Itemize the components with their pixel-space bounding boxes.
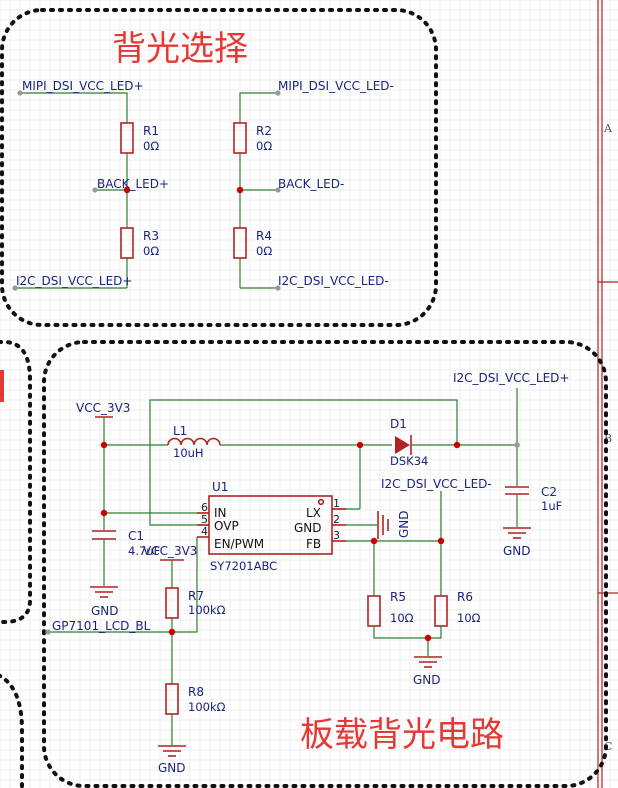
value-r5: 10Ω [390, 611, 414, 625]
value-r1: 0Ω [143, 139, 159, 153]
value-c1: 4.7uF [128, 544, 160, 558]
resistor-r1 [120, 122, 134, 154]
offscreen-title-fragment [0, 370, 4, 402]
u1-pin-name: GND [294, 521, 322, 535]
u1-pin-num: 2 [333, 513, 340, 526]
inductor-l1 [167, 437, 221, 446]
border-label-b: B [604, 432, 612, 445]
net-label-back-led-plus: BACK_LED+ [97, 177, 169, 191]
onboard-backlight-frame [42, 340, 608, 788]
u1-pin-name: OVP [214, 519, 239, 533]
value-r2: 0Ω [256, 139, 272, 153]
designator-r5: R5 [390, 590, 406, 604]
u1-pin-num: 5 [201, 513, 208, 526]
gnd-label-u1: GND [397, 510, 411, 538]
junction-dot [168, 628, 176, 636]
net-label-back-led-minus: BACK_LED- [278, 177, 344, 191]
junction-dot [424, 634, 432, 642]
left-partial-frame [0, 340, 32, 624]
resistor-r2 [233, 122, 247, 154]
net-label-i2c-led-minus: I2C_DSI_VCC_LED- [278, 274, 389, 288]
junction-dot [236, 186, 244, 194]
designator-d1: D1 [390, 417, 407, 431]
border-label-c: C [604, 740, 612, 753]
designator-l1: L1 [173, 424, 187, 438]
onboard-backlight-circuit: VCC_3V3 GND U1 [45, 371, 569, 775]
gnd-label-c2: GND [503, 544, 531, 558]
u1-pin-name: EN/PWM [214, 537, 264, 551]
designator-c2: C2 [541, 485, 557, 499]
designator-r4: R4 [256, 229, 272, 243]
resistor-r4 [233, 227, 247, 259]
backlight-select-frame [0, 8, 438, 327]
value-r3: 0Ω [143, 244, 159, 258]
net-label-gp7101: GP7101_LCD_BL [52, 619, 151, 633]
designator-u1: U1 [212, 480, 228, 494]
resistor-r7 [165, 587, 179, 619]
junction-dot [370, 537, 378, 545]
net-label-mipi-led-minus: MIPI_DSI_VCC_LED- [278, 79, 394, 93]
junction-dot [123, 186, 131, 194]
net-port-end [17, 90, 23, 96]
value-r7: 100kΩ [188, 603, 226, 617]
net-port-end [92, 187, 98, 193]
value-r8: 100kΩ [188, 700, 226, 714]
u1-pin-num: 4 [201, 525, 208, 538]
gnd-label-c1: GND [91, 604, 119, 618]
value-r4: 0Ω [256, 244, 272, 258]
section-title-onboard-backlight: 板载背光电路 [300, 715, 504, 755]
net-label-i2c-led-minus-2: I2C_DSI_VCC_LED- [381, 477, 492, 491]
net-port-end [12, 285, 18, 291]
left-partial-frame-lower [0, 673, 24, 788]
u1-pin-name: IN [214, 506, 227, 520]
net-label-vcc-3v3-2: VCC_3V3 [143, 544, 197, 558]
designator-r2: R2 [256, 124, 272, 138]
net-label-i2c-led-plus-2: I2C_DSI_VCC_LED+ [453, 371, 569, 385]
junction-dot [100, 509, 108, 517]
diode-d1 [395, 436, 410, 454]
junction-dot [437, 537, 445, 545]
resistor-r3 [120, 227, 134, 259]
net-port-end [514, 442, 520, 448]
designator-r1: R1 [143, 124, 159, 138]
net-label-mipi-led-plus: MIPI_DSI_VCC_LED+ [22, 79, 144, 93]
value-l1: 10uH [173, 446, 204, 460]
net-port-end [275, 187, 281, 193]
designator-r3: R3 [143, 229, 159, 243]
backlight-select-circuit: MIPI_DSI_VCC_LED+ MIPI_DSI_VCC_LED- BACK… [12, 79, 394, 291]
gnd-label-r8: GND [158, 761, 186, 775]
gnd-label-r5-r6: GND [413, 673, 441, 687]
value-u1: SY7201ABC [210, 559, 277, 573]
net-port-end [275, 90, 281, 96]
value-d1: DSK34 [390, 454, 428, 468]
value-r6: 10Ω [457, 611, 481, 625]
designator-r8: R8 [188, 685, 204, 699]
section-title-backlight-select: 背光选择 [112, 29, 248, 69]
u1-pin-num: 6 [201, 501, 208, 514]
net-label-vcc-3v3: VCC_3V3 [76, 401, 130, 415]
net-port-end [275, 285, 281, 291]
border-label-a: A [603, 122, 613, 135]
value-c2: 1uF [541, 499, 562, 513]
designator-r7: R7 [188, 589, 204, 603]
u1-pin-num: 3 [333, 529, 340, 542]
u1-pin-name: FB [306, 537, 321, 551]
sheet-border: A B C [597, 0, 618, 788]
designator-c1: C1 [128, 529, 144, 543]
designator-r6: R6 [457, 590, 473, 604]
junction-dot [453, 441, 461, 449]
junction-dot [100, 441, 108, 449]
net-label-i2c-led-plus: I2C_DSI_VCC_LED+ [16, 274, 132, 288]
net-port-end [45, 629, 51, 635]
u1-pin-num: 1 [333, 497, 340, 510]
section-frames [0, 8, 608, 788]
u1-pin-name: LX [306, 506, 321, 520]
junction-dot [356, 441, 364, 449]
